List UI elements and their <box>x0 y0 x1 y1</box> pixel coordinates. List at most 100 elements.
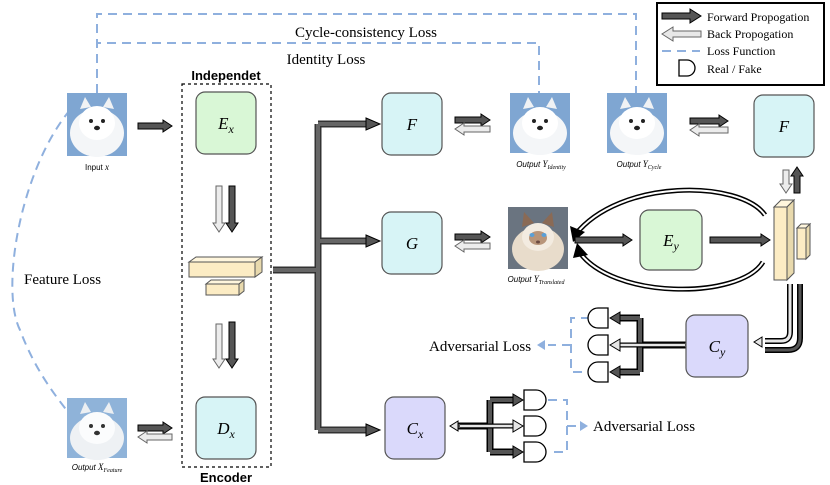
identity-caption: Output YIdentity <box>516 159 566 171</box>
feature-to-f2-forward-arrow <box>790 166 804 194</box>
adversarial-x-arrowhead <box>580 421 588 431</box>
module-ex-box <box>195 91 257 155</box>
identity-loss-label: Identity Loss <box>287 52 366 68</box>
cy-branch-arrowhead-bottom <box>609 365 621 379</box>
discriminator-x-top <box>523 389 547 411</box>
discriminator-x-bottom <box>523 441 547 463</box>
module-cx-box <box>384 396 446 460</box>
g-to-translated-back-arrow <box>454 239 491 253</box>
cx-branch-arrowhead-bottom <box>512 445 524 459</box>
input-caption: Input x <box>85 162 109 172</box>
cy-return-path-light-fill <box>765 284 792 343</box>
cx-back-arrowhead <box>449 420 459 432</box>
module-f1-label: F <box>406 115 418 134</box>
f-to-identity-back-arrow <box>454 122 491 136</box>
cycle-caption: Output YCycle <box>617 159 662 171</box>
module-dx-box <box>195 396 257 460</box>
feature-caption: Output XFeature <box>72 462 123 474</box>
arrows-layer <box>137 113 804 444</box>
discriminator-y-bottom <box>587 361 609 383</box>
module-g-box <box>381 211 443 275</box>
branch-arrowhead-g <box>365 234 382 248</box>
ey-loop-top-arc-inner <box>574 189 766 236</box>
adversarial-loss-y-label: Adversarial Loss <box>429 339 531 355</box>
encoder-bottom-label: Encoder <box>200 470 252 485</box>
svg-text:Output YTranslated: Output YTranslated <box>508 274 566 286</box>
loss-lines <box>11 13 637 453</box>
f-to-identity-forward-arrow <box>454 113 491 127</box>
encoder-upper-forward-arrow <box>225 185 239 233</box>
svg-text:Output YCycle: Output YCycle <box>617 159 662 171</box>
translated-feature-block <box>772 198 812 282</box>
module-ex-label: Ex <box>217 114 234 136</box>
cx-branch-arrowhead-mid <box>512 419 524 433</box>
encoder-lower-back-arrow <box>212 323 226 369</box>
input-to-ex-arrow <box>137 119 173 133</box>
discriminator-y-top <box>587 307 609 329</box>
encoder-top-label: Independet <box>191 68 261 83</box>
module-cy-box <box>685 314 749 378</box>
module-g: G <box>381 211 443 275</box>
translated-to-ey-arrow <box>574 233 633 247</box>
ey-to-feature-arrow <box>709 233 771 247</box>
module-cx: Cx <box>384 396 446 460</box>
ey-loop-bottom-arrowhead <box>573 243 588 258</box>
branch-arrowhead-f <box>365 117 382 131</box>
branch-arrowhead-cx <box>365 423 382 437</box>
module-f1-box <box>381 92 443 156</box>
dx-to-feature-forward-arrow <box>137 421 173 435</box>
module-dx-label: Dx <box>216 419 235 441</box>
module-ex: Ex <box>195 91 257 155</box>
legend-real-fake-label: Real / Fake <box>707 62 762 76</box>
adversarial-loss-x-label: Adversarial Loss <box>593 419 695 435</box>
translated-image <box>508 207 568 271</box>
f2-to-cycle-forward-arrow <box>689 114 729 128</box>
cycle-image <box>607 93 667 155</box>
module-f2-box <box>753 94 815 158</box>
cycle-loss-line <box>96 13 637 93</box>
translated-caption: Output YTranslated <box>508 274 566 286</box>
feature-loss-line <box>11 109 71 413</box>
encoder-upper-back-arrow <box>212 185 226 233</box>
identity-loss-line <box>96 42 540 93</box>
module-dx: Dx <box>195 396 257 460</box>
cx-branch-arrowhead-top <box>512 393 524 407</box>
adversarial-x-lines <box>548 399 580 453</box>
f2-to-cycle-back-arrow <box>689 123 729 137</box>
dx-to-feature-back-arrow <box>137 430 173 444</box>
encoder-feature-block <box>187 256 264 297</box>
cycle-loss-label: Cycle-consistency Loss <box>295 25 437 41</box>
adversarial-y-arrowhead <box>537 340 545 350</box>
feature-loss-label: Feature Loss <box>24 272 101 288</box>
module-f1: F <box>381 92 443 156</box>
legend: Forward Propogation Back Propogation Los… <box>656 2 825 86</box>
module-f2: F <box>753 94 815 158</box>
g-to-translated-forward-arrow <box>454 230 491 244</box>
feature-to-f2-back-arrow <box>779 169 793 194</box>
legend-loss-label: Loss Function <box>707 44 775 58</box>
back-arrow-icon <box>661 26 702 42</box>
module-ey-label: Ey <box>662 231 679 253</box>
discriminator-y-mid <box>587 334 609 356</box>
branch-connector-fill <box>273 122 368 432</box>
svg-text:Output YIdentity: Output YIdentity <box>516 159 566 171</box>
module-cy: Cy <box>685 314 749 378</box>
module-cx-label: Cx <box>407 419 424 441</box>
module-ey-box <box>639 209 703 271</box>
cy-return-path-light <box>765 284 793 344</box>
adversarial-y-lines <box>548 317 590 373</box>
identity-image <box>510 93 570 155</box>
forward-arrow-icon <box>661 8 702 24</box>
cy-branch-arrowhead-top <box>609 311 621 325</box>
branch-connector <box>273 120 368 434</box>
module-ey: Ey <box>639 209 703 271</box>
cy-branch-arrowhead-mid <box>609 338 621 352</box>
svg-text:Output XFeature: Output XFeature <box>72 462 123 474</box>
encoder-lower-forward-arrow <box>225 321 239 369</box>
ey-loop-top-arrowhead <box>570 226 585 242</box>
cy-return-arrowhead <box>753 336 763 348</box>
legend-back-label: Back Propogation <box>707 27 793 41</box>
